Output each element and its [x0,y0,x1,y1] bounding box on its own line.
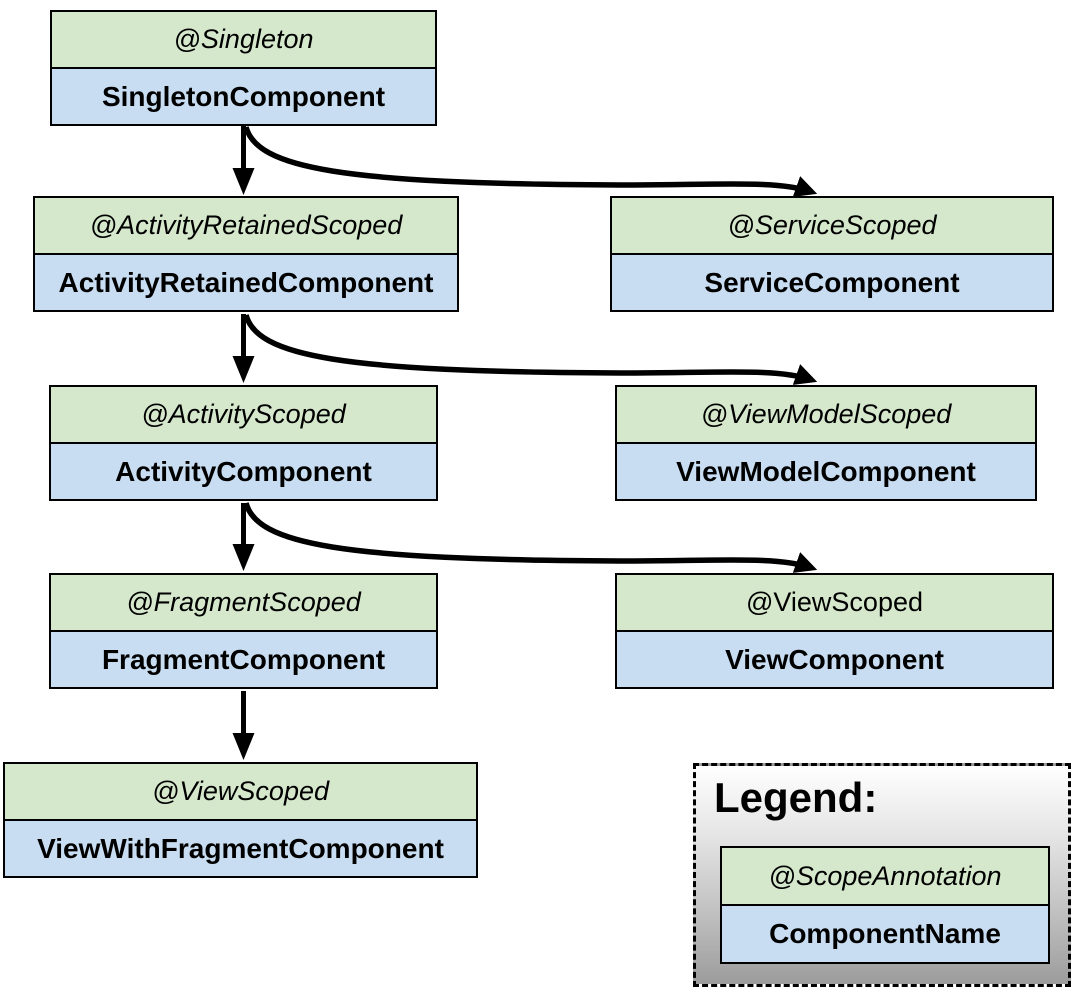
component-name-label: ServiceComponent [612,255,1052,310]
edge-activity-to-view [243,502,818,573]
scope-annotation-label: @FragmentScoped [51,575,436,632]
scope-annotation-label: @ActivityScoped [51,387,436,444]
component-name-label: ActivityRetainedComponent [35,255,457,310]
node-activity-retained-component: @ActivityRetainedScoped ActivityRetained… [33,196,459,312]
node-view-component: @ViewScoped ViewComponent [615,573,1054,689]
scope-annotation-label: @ViewScoped [617,575,1052,632]
component-name-label: ViewComponent [617,632,1052,687]
scope-annotation-label: @ActivityRetainedScoped [35,198,457,255]
component-name-label: ActivityComponent [51,444,436,499]
edge-activity-to-fragment [232,503,255,571]
legend-panel: Legend: @ScopeAnnotation ComponentName [693,763,1071,987]
component-name-label: ViewModelComponent [617,444,1035,499]
scope-annotation-label: @ViewScoped [5,764,476,821]
edge-singleton-to-service [243,126,818,197]
legend-title: Legend: [714,774,878,821]
scope-annotation-label: @ViewModelScoped [617,387,1035,444]
edge-activityretained-to-viewmodel [243,314,818,385]
node-activity-component: @ActivityScoped ActivityComponent [49,385,438,501]
legend-sample-node: @ScopeAnnotation ComponentName [720,846,1050,964]
edge-fragment-to-viewwithfragment [232,691,255,760]
legend-component-name-label: ComponentName [722,906,1048,962]
component-name-label: FragmentComponent [51,632,436,687]
scope-annotation-label: @ServiceScoped [612,198,1052,255]
scope-annotation-label: @Singleton [52,12,435,69]
node-fragment-component: @FragmentScoped FragmentComponent [49,573,438,689]
legend-scope-annotation-label: @ScopeAnnotation [722,848,1048,906]
node-view-with-fragment-component: @ViewScoped ViewWithFragmentComponent [3,762,478,878]
edge-activityretained-to-activity [232,314,255,383]
node-viewmodel-component: @ViewModelScoped ViewModelComponent [615,385,1037,501]
node-service-component: @ServiceScoped ServiceComponent [610,196,1054,312]
node-singleton-component: @Singleton SingletonComponent [50,10,437,126]
component-name-label: ViewWithFragmentComponent [5,821,476,876]
edge-singleton-to-activityretained [232,126,255,195]
component-name-label: SingletonComponent [52,69,435,124]
